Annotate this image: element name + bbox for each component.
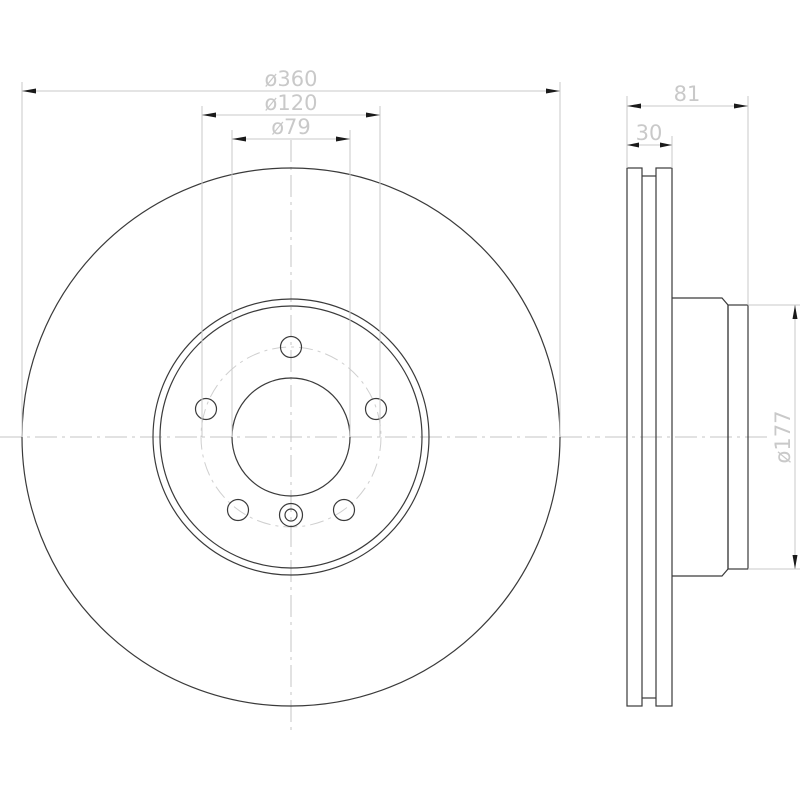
arrowhead-icon (734, 103, 748, 109)
dimension-outer-diameter: ø360 (22, 67, 560, 94)
arrowhead-icon (336, 136, 350, 142)
dimension-hat-diameter: ø177 (771, 305, 798, 569)
bolt-hole-lower-right (332, 498, 356, 522)
dimension-center-bore: ø79 (232, 115, 350, 142)
outer-friction-plate (655, 167, 673, 707)
dimension-disc-thickness: 30 (627, 121, 672, 148)
side-view: 81 30 ø177 (605, 82, 800, 707)
bolt-hole-lower-left (226, 498, 250, 522)
front-view: ø360 ø120 ø79 (0, 67, 600, 735)
locating-hole-inner (284, 508, 298, 522)
dim-text-120: ø120 (265, 91, 318, 115)
hat-inner-ring (159, 305, 423, 569)
dim-text-30: 30 (636, 121, 663, 145)
arrowhead-icon (660, 142, 672, 148)
dim-text-360: ø360 (265, 67, 318, 91)
hat-flange (727, 304, 749, 570)
arrowhead-icon (546, 88, 560, 94)
locating-hole-outer (278, 502, 304, 528)
arrowhead-icon (202, 112, 216, 118)
inner-friction-plate (626, 167, 643, 707)
dim-text-81: 81 (674, 82, 701, 106)
bolt-hole-left (194, 397, 218, 421)
arrowhead-icon (366, 112, 380, 118)
bolt-hole-top (279, 335, 303, 359)
arrowhead-icon (22, 88, 36, 94)
dim-text-79: ø79 (271, 115, 311, 139)
arrowhead-icon (627, 142, 639, 148)
hat-outer-ring (152, 298, 430, 576)
arrowhead-icon (627, 103, 641, 109)
dimension-overall-height: 81 (627, 82, 748, 109)
dim-text-177: ø177 (771, 411, 795, 464)
bolt-hole-right (364, 397, 388, 421)
arrowhead-icon (232, 136, 246, 142)
arrowhead-icon (792, 305, 798, 319)
arrowhead-icon (792, 555, 798, 569)
dimension-bolt-circle: ø120 (202, 91, 380, 118)
